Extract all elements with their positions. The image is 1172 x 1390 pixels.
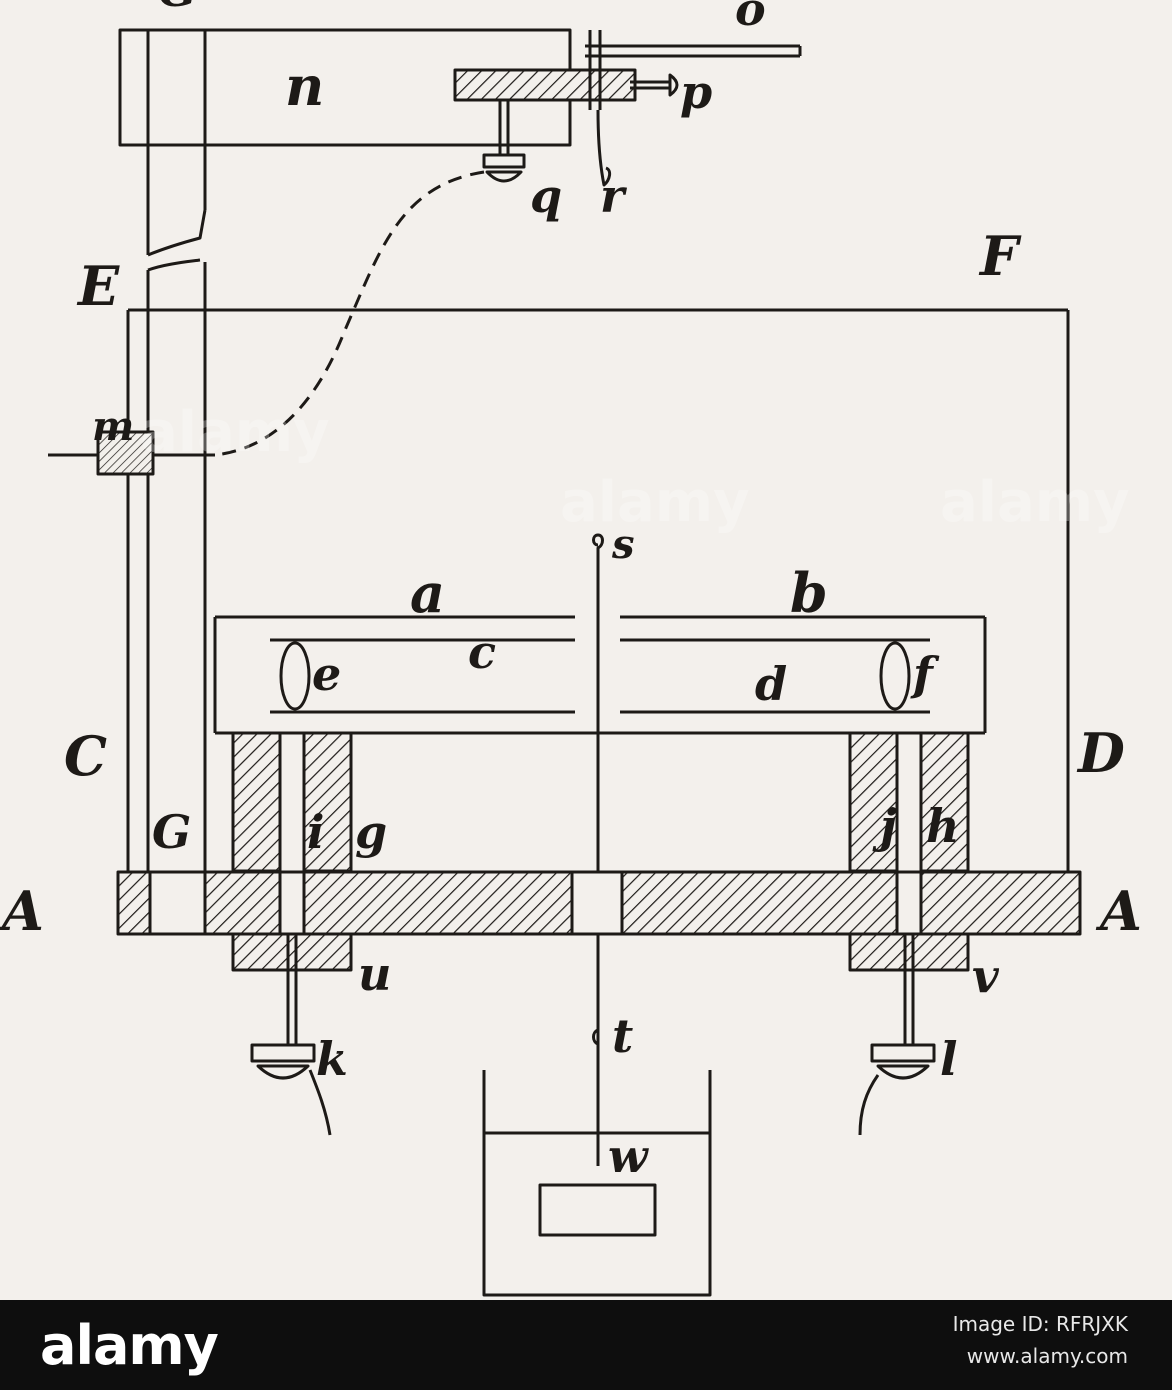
brand-logo[interactable]: alamy [40, 1314, 219, 1377]
label-o: o [735, 0, 766, 36]
dashed-wire [214, 170, 485, 457]
nut-v [848, 932, 970, 972]
label-c: c [468, 625, 496, 679]
clip-m [48, 430, 215, 476]
lens-e [279, 641, 311, 711]
bore-i [278, 731, 306, 875]
label-v: v [972, 949, 1000, 1003]
label-p: p [680, 65, 712, 119]
label-n: n [285, 54, 324, 118]
rod-o [585, 30, 802, 110]
label-A-left: A [0, 879, 44, 943]
label-i: i [307, 805, 324, 859]
screw-p [630, 73, 679, 97]
label-G-top: G [158, 0, 197, 17]
damping-vessel [482, 1070, 712, 1297]
label-w: w [608, 1129, 649, 1183]
nut-u [231, 932, 353, 972]
label-h: h [926, 799, 959, 853]
label-a: a [410, 561, 445, 625]
wire-r [596, 109, 612, 187]
top-clamp-block [453, 68, 637, 102]
label-m: m [92, 403, 134, 450]
label-s: s [611, 521, 635, 568]
label-l: l [940, 1032, 957, 1086]
base-slot-left [148, 870, 207, 936]
label-t: t [612, 1009, 633, 1063]
label-G: G [152, 805, 191, 859]
label-g: g [355, 805, 387, 859]
vertical-post-upper [146, 30, 207, 272]
base-bore-j [895, 870, 923, 936]
screw-q [482, 100, 526, 183]
label-r: r [600, 169, 628, 223]
vertical-post-lower [146, 262, 207, 872]
label-b: b [790, 561, 828, 625]
bore-j [895, 731, 923, 875]
label-D: D [1076, 721, 1125, 785]
label-u: u [358, 947, 391, 1001]
label-E: E [76, 254, 120, 318]
lens-f [879, 641, 911, 711]
top-arm [118, 28, 572, 147]
image-id-text: Image ID: RFRJXK [952, 1312, 1128, 1336]
label-k: k [316, 1032, 348, 1086]
label-e: e [312, 647, 341, 701]
label-A-right: A [1095, 879, 1142, 943]
label-C: C [64, 724, 107, 788]
suspension-wire [592, 533, 604, 1166]
label-F: F [978, 224, 1022, 288]
label-f: f [910, 647, 940, 701]
base-slot-center [570, 870, 624, 936]
apparatus-diagram: G o n p q r E F m s a b c e f d C D G i … [0, 0, 1142, 1297]
label-d: d [755, 657, 787, 711]
screw-k [250, 934, 332, 1136]
site-url-link[interactable]: www.alamy.com [966, 1344, 1128, 1368]
footer-bar: alamy Image ID: RFRJXK www.alamy.com [0, 1300, 1172, 1390]
base-bore-i [278, 870, 306, 936]
main-enclosure [126, 308, 1070, 872]
label-q: q [530, 169, 562, 223]
screw-l [858, 934, 936, 1136]
